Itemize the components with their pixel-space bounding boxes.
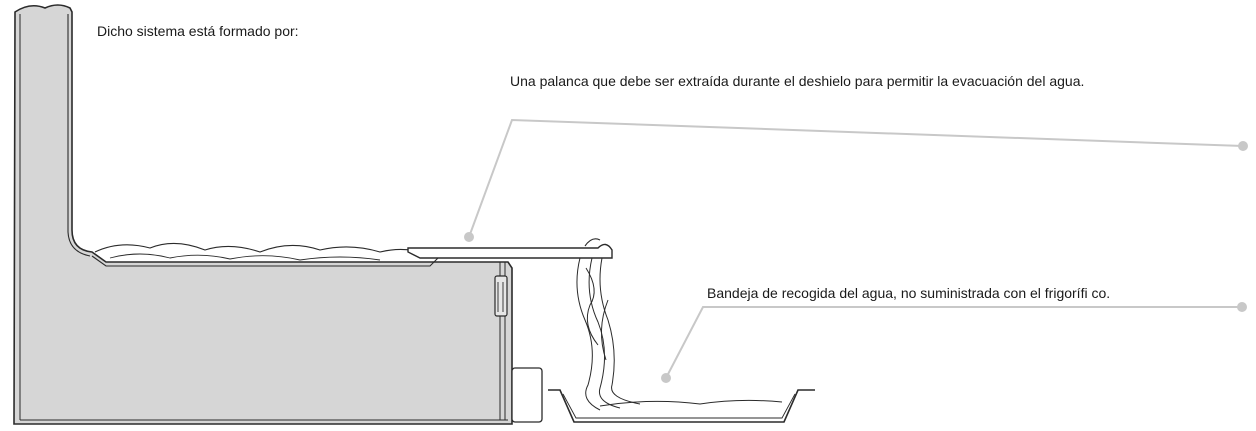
tray-leader-dot: [661, 373, 671, 383]
tray-water: [599, 399, 783, 407]
rear-housing: [511, 367, 543, 423]
leader-dots: [464, 141, 1248, 383]
lever-leader-end-dot: [1238, 141, 1248, 151]
intro-text: Dicho sistema está formado por:: [97, 23, 299, 39]
drain-lever-lip: [584, 238, 601, 247]
frost-water-wave-2: [109, 253, 381, 261]
tray-callout-label: Bandeja de recogida del agua, no suminis…: [707, 285, 1111, 301]
lever-leader-dot: [464, 232, 474, 242]
tray-inner: [562, 393, 796, 419]
tray-leader-end-dot: [1237, 302, 1247, 312]
lever-leader-line: [468, 118, 1244, 238]
refrigerator-cabinet: [13, 4, 543, 425]
drain-fitting: [494, 275, 508, 317]
drain-fitting-detail: [497, 282, 504, 312]
tray-body: [548, 389, 815, 423]
collection-tray: [548, 389, 815, 423]
drain-lever: [407, 238, 613, 259]
cabinet-body: [13, 4, 513, 425]
tray-leader-line: [665, 306, 1242, 379]
leader-lines: [468, 118, 1244, 379]
lever-callout-label: Una palanca que debe ser extraída durant…: [510, 73, 1085, 89]
compartment-floor: [91, 255, 441, 267]
inner-liner: [67, 14, 91, 257]
water-stream: [576, 257, 641, 411]
frost-water-wave: [94, 242, 426, 255]
drain-lever-plate: [407, 243, 613, 259]
